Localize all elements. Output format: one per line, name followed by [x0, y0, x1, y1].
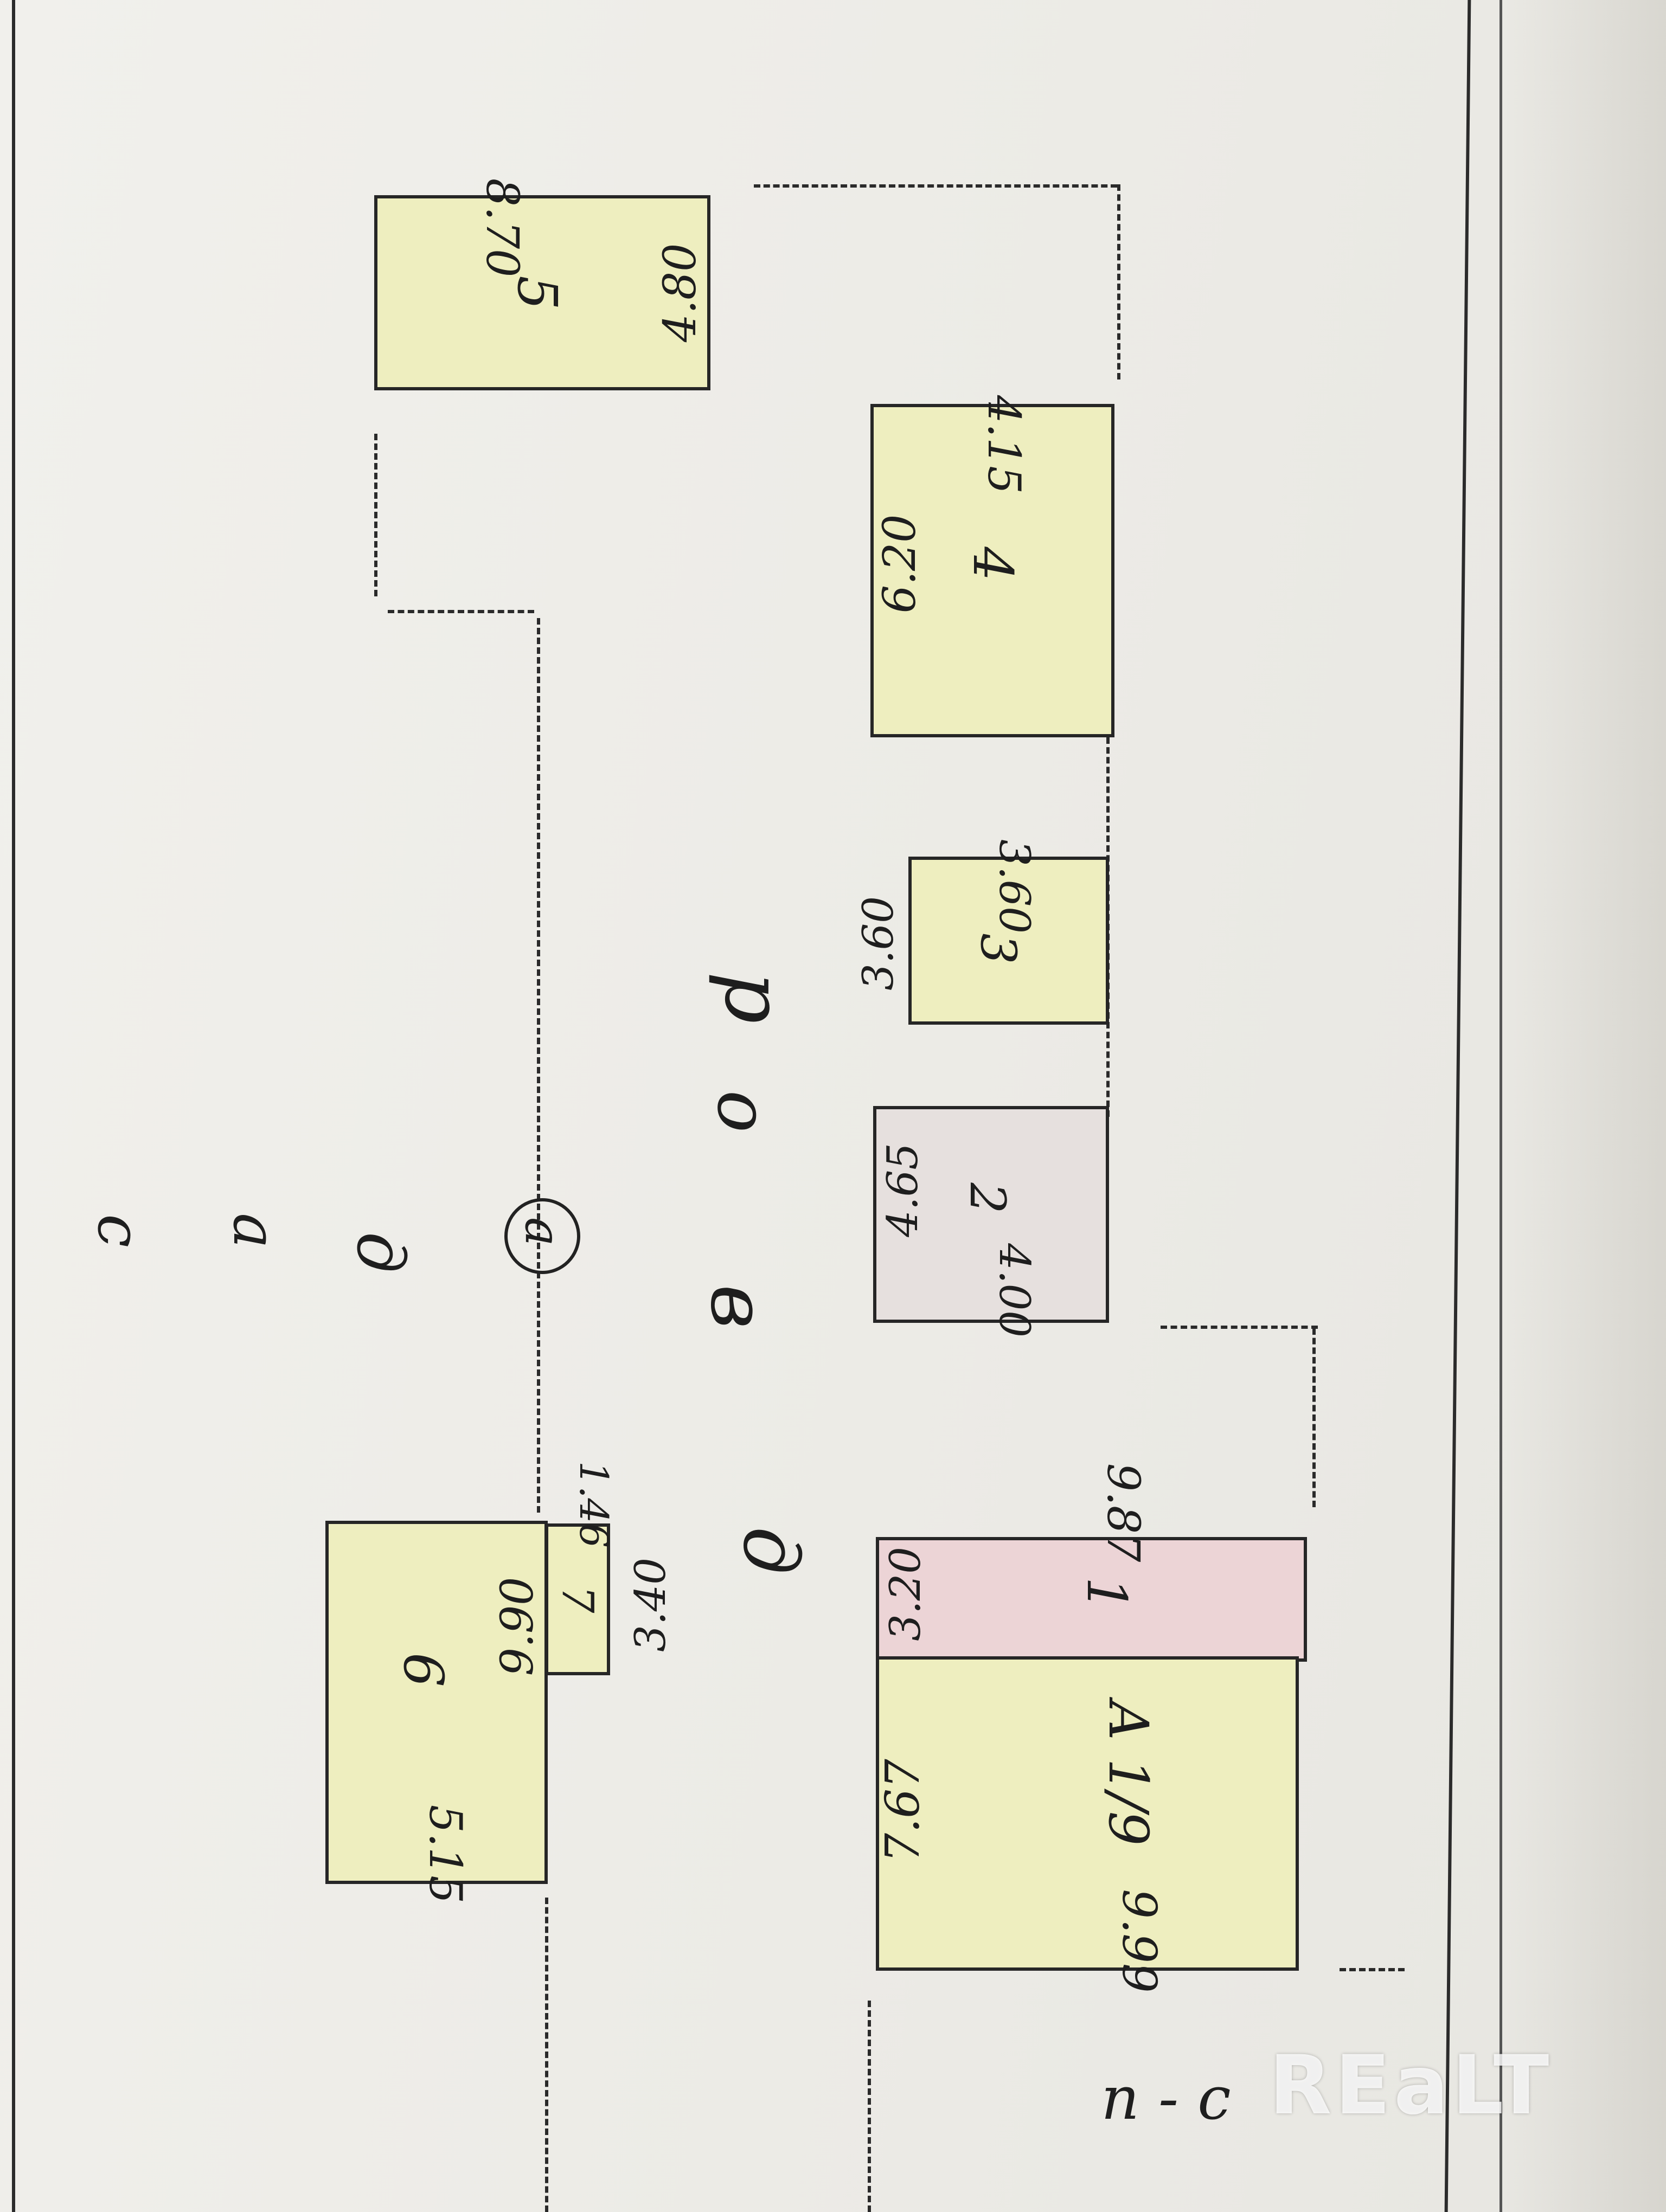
fence-left-long: [537, 618, 540, 1513]
building-7-dim-b: 3.40: [626, 1558, 675, 1652]
yard-letter-2: в: [694, 1284, 782, 1329]
building-a: [876, 1656, 1299, 1971]
building-a-dim-a: 9.99: [1112, 1889, 1166, 1993]
building-4-dim-b: 6.20: [874, 514, 926, 614]
building-6-dim-a: 5.15: [419, 1804, 471, 1904]
building-2-dim-a: 4.00: [990, 1243, 1039, 1338]
street-letter-2: а: [220, 1213, 290, 1249]
fence-left-top: [374, 434, 377, 596]
building-3-number: 3: [970, 933, 1027, 964]
far-right-edge-line: [1500, 0, 1502, 2212]
fence-right-upper: [1117, 184, 1120, 380]
yard-letter-1: д: [726, 1526, 815, 1575]
building-4-number: 4: [961, 546, 1024, 581]
building-3-dim-b: 3.60: [854, 896, 903, 991]
fence-right-lower: [1312, 1328, 1316, 1507]
building-2: [873, 1106, 1109, 1323]
building-1-number: 1: [1075, 1577, 1138, 1611]
building-4-dim-a: 4.15: [978, 395, 1029, 494]
fence-left-bottom: [545, 1898, 548, 2212]
street-letter-1: с: [85, 1214, 154, 1248]
building-a-dim-b: 7.67: [876, 1759, 930, 1863]
fence-bottom-middle: [868, 2001, 871, 2212]
corner-label: п - с: [1101, 2063, 1231, 2133]
page-edge-shadow: [1503, 0, 1666, 2212]
building-6-dim-b: 9.90: [492, 1577, 543, 1676]
building-6: [325, 1521, 548, 1884]
watermark: REaLT: [1269, 2039, 1553, 2133]
fence-bottom-right: [1340, 1968, 1405, 1971]
circle-mark: [504, 1198, 580, 1274]
building-5: [374, 195, 710, 390]
fence-right-step: [1161, 1326, 1318, 1329]
right-boundary-line: [1444, 0, 1471, 2212]
building-5-dim-a: 8.70: [476, 178, 528, 278]
fence-left-step: [388, 610, 534, 613]
yard-letter-4: р: [707, 971, 801, 1024]
circle-letter: а: [514, 1217, 571, 1246]
yard-letter-3: о: [702, 1090, 784, 1133]
building-a-number: А 1/9: [1097, 1700, 1160, 1846]
fence-top-right: [754, 184, 1117, 188]
building-2-dim-b: 4.65: [879, 1143, 927, 1237]
building-7-number: 7: [553, 1585, 603, 1613]
building-6-number: 6: [392, 1652, 455, 1687]
left-boundary-line: [12, 0, 15, 2212]
building-3-dim-a: 3.60: [990, 839, 1039, 934]
building-7-dim-a: 1.46: [571, 1461, 617, 1548]
building-5-number: 5: [505, 275, 569, 310]
building-4: [870, 404, 1114, 737]
building-2-number: 2: [959, 1182, 1016, 1214]
building-5-dim-b: 4.80: [655, 243, 706, 343]
street-letter-3: д: [342, 1231, 418, 1274]
building-1-dim-a: 9.87: [1097, 1463, 1149, 1562]
building-1-dim-b: 3.20: [881, 1547, 930, 1641]
building-3: [908, 857, 1109, 1025]
building-7: [545, 1523, 610, 1675]
